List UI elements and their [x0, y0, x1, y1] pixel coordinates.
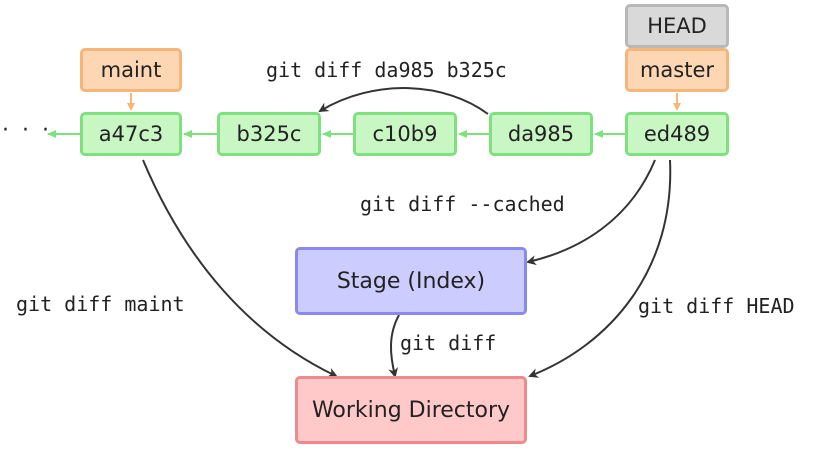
label-diff-cached: git diff --cached [360, 192, 565, 216]
label-diff-head: git diff HEAD [638, 294, 795, 318]
arrow-diff-cached [526, 159, 656, 266]
maint-branch: maint [80, 48, 182, 92]
commit-c10b9: c10b9 [353, 112, 457, 156]
master-branch: master [625, 48, 729, 92]
arrow-diff-maint [142, 159, 338, 378]
commit-a47c3: a47c3 [80, 112, 182, 156]
stage-index-box: Stage (Index) [295, 247, 527, 315]
working-directory-box: Working Directory [295, 376, 527, 444]
label-diff-commits: git diff da985 b325c [266, 58, 507, 82]
arrow-diff [388, 314, 400, 378]
label-diff-maint: git diff maint [16, 292, 185, 316]
commit-b325c: b325c [217, 112, 321, 156]
head-ref: HEAD [625, 4, 729, 48]
commit-da985: da985 [489, 112, 593, 156]
arrow-diff-commits [318, 87, 489, 115]
older-commits-ellipsis: · · · [2, 118, 52, 143]
arrow-diff-head [528, 159, 672, 378]
commit-ed489: ed489 [625, 112, 729, 156]
label-diff: git diff [400, 331, 497, 355]
